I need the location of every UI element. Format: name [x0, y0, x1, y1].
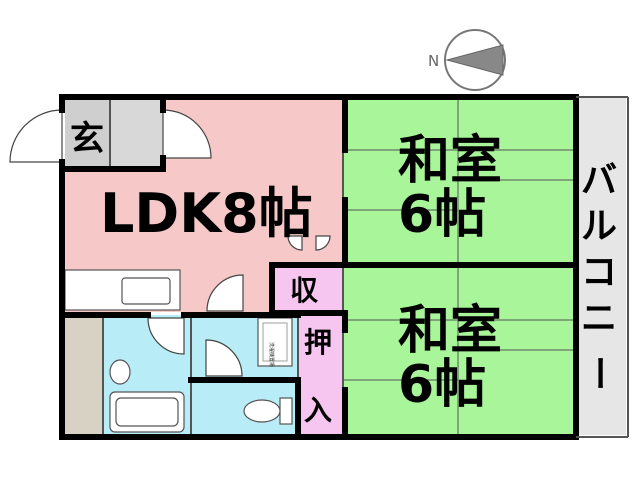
tatami-lines: [343, 97, 573, 435]
toilet: [243, 397, 293, 425]
washbasin: [109, 359, 131, 385]
balcony-char-1: バ: [581, 160, 617, 201]
storage-area: [272, 265, 343, 313]
storage-label: 収: [290, 274, 319, 307]
door-swings: [9, 109, 331, 377]
kitchen-counter: [64, 269, 181, 311]
compass-north-label: N: [428, 52, 439, 70]
compass: N: [428, 29, 506, 91]
balcony-char-4: ニ: [581, 298, 617, 339]
washitsu-upper-line1: 和室: [398, 131, 502, 191]
washer-space: 洗濯機置場: [257, 317, 293, 367]
washitsu-upper-line2: 6帖: [398, 185, 486, 245]
compass-needle: [445, 44, 504, 76]
outer-walls: [59, 94, 579, 440]
entrance-floor: [65, 97, 110, 169]
entrance-label: 玄: [70, 119, 104, 159]
closet-label-bottom: 入: [304, 394, 332, 427]
balcony-char-5: ー: [578, 355, 619, 391]
ldk-label: LDK8帖: [100, 182, 313, 245]
washitsu-lower-line2: 6帖: [398, 355, 486, 415]
balcony-char-2: ル: [581, 206, 617, 247]
closet-area: [298, 313, 343, 435]
kitchen-sink: [121, 277, 171, 305]
balcony-area: [573, 97, 626, 435]
washer-label: 洗濯機置場: [268, 342, 275, 367]
washitsu-lower-line1: 和室: [398, 301, 502, 361]
balcony-char-3: コ: [581, 252, 617, 293]
bathtub: [109, 391, 185, 433]
shoe-cabinet: [65, 315, 103, 435]
closet-label-top: 押: [304, 326, 332, 359]
